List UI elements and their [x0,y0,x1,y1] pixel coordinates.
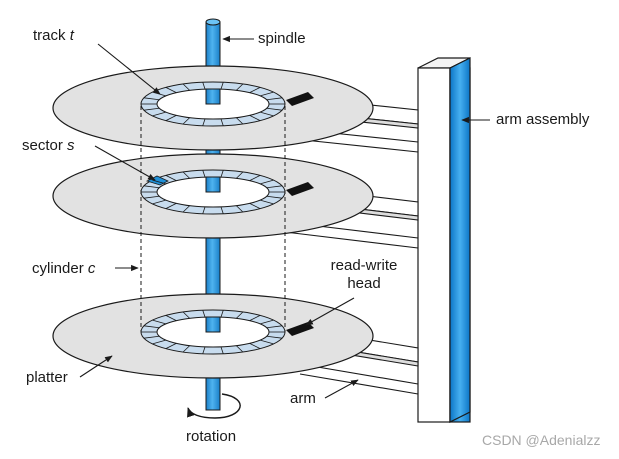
read-write-heads [286,92,314,336]
sector-divider [235,117,244,125]
sector-label: sector s [22,137,75,154]
read-write-head-label: read-write head [330,257,398,292]
track-leader [97,43,161,95]
sector-divider [182,205,191,213]
platter-leader [79,355,113,378]
sector-divider [266,107,283,111]
sector-divider [143,107,160,111]
sector-divider [143,185,160,189]
sector-divider [249,342,261,349]
sector-divider [220,310,224,318]
sector-divider [143,195,160,199]
sector-divider [143,97,160,101]
sector-divider [182,171,191,179]
sector-divider [235,311,244,319]
spindle-label: spindle [258,30,306,47]
sector-divider [235,171,244,179]
sector-divider [235,345,244,353]
arm-assembly [417,57,471,423]
sector-divider [220,82,224,90]
sector-divider [260,199,274,205]
sector-divider [266,325,283,329]
sector-divider [235,205,244,213]
sector-divider [165,114,177,121]
sector-divider [249,175,261,182]
sector-divider [152,319,166,325]
sector-divider [220,346,224,354]
sector-divider [182,345,191,353]
arm-assembly-label: arm assembly [496,111,590,128]
sector-divider [182,311,191,319]
sector-divider [182,83,191,91]
watermark: CSDN @Adenialzz [482,432,601,448]
sector-divider [260,179,274,185]
platter-top [52,65,374,151]
sector-divider [152,179,166,185]
sector-divider [202,170,206,178]
sector-divider [266,97,283,101]
arm-label: arm [290,390,316,407]
sector-divider [202,118,206,126]
sector-divider [249,87,261,94]
sector-divider [220,206,224,214]
sector-divider [260,339,274,345]
curved-arrow-icon [187,393,241,419]
sector-divider [165,175,177,182]
platter-middle [52,153,374,239]
arm-leader [324,379,359,399]
sector-divider [266,335,283,339]
cylinder-label: cylinder c [32,260,96,277]
platter-label: platter [26,369,68,386]
sector-divider [202,206,206,214]
sector-divider [165,342,177,349]
sector-divider [202,82,206,90]
sector-divider [249,315,261,322]
sector-divider [202,346,206,354]
sector-divider [249,114,261,121]
sector-divider [235,83,244,91]
sector-divider [152,339,166,345]
rotation-label: rotation [186,428,237,445]
head-leader [305,297,355,326]
platter-bottom [52,293,374,379]
sector-divider [152,199,166,205]
sector-divider [260,91,274,97]
sector-divider [143,325,160,329]
sector-divider [220,170,224,178]
sector-divider [165,202,177,209]
sector-divider [266,185,283,189]
sector-divider [266,195,283,199]
sector-divider [260,319,274,325]
sector-divider [260,111,274,117]
sector-divider [202,310,206,318]
sector-leader [94,145,156,181]
sector-divider [182,117,191,125]
sector-divider [143,335,160,339]
sector-divider [165,87,177,94]
sector-divider [249,202,261,209]
sector-divider [165,315,177,322]
sector-divider [220,118,224,126]
sector-divider [152,111,166,117]
cylinder-outline [140,106,286,332]
track-label: track t [33,27,74,44]
